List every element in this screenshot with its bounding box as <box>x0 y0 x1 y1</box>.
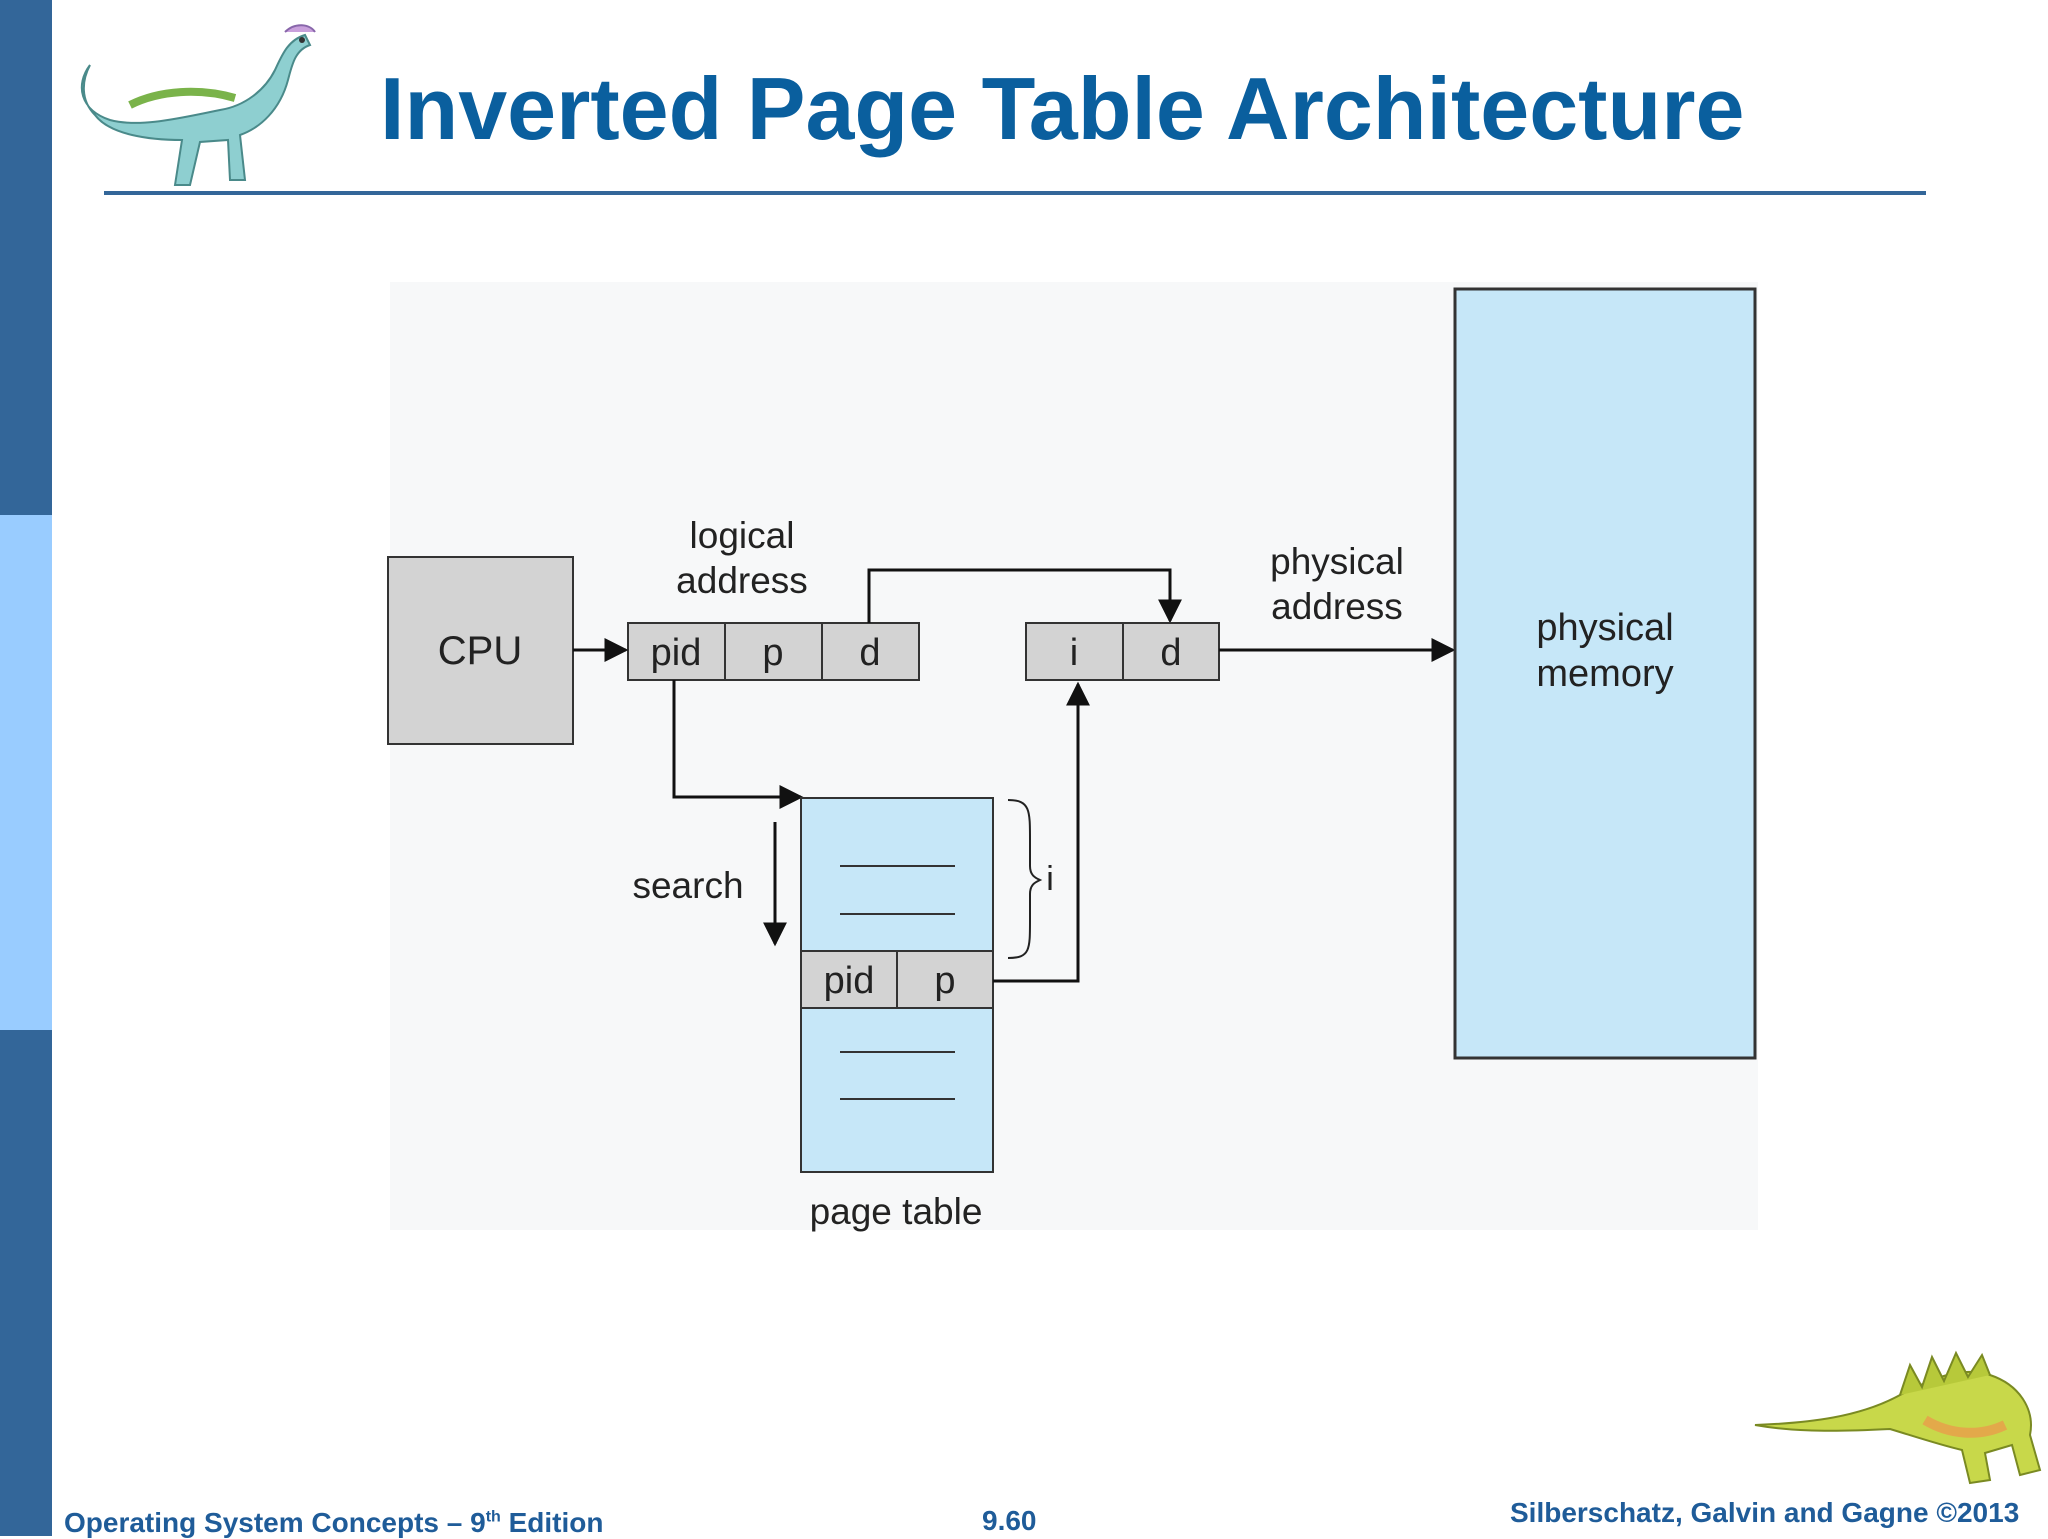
footer-book-title-sup: th <box>485 1508 501 1526</box>
physical-memory-label-line1: physical <box>1536 607 1673 649</box>
arrow-offset <box>867 568 1182 624</box>
entry-field-pid: pid <box>824 960 875 1002</box>
physical-memory-box <box>1453 287 1757 1060</box>
arrow-entry-to-frame <box>993 681 1090 983</box>
logical-field-p: p <box>762 632 783 674</box>
footer-book-title: Operating System Concepts – 9th Edition <box>64 1507 603 1539</box>
footer-page-number: 9.60 <box>982 1505 1037 1536</box>
logical-field-pid: pid <box>651 632 702 674</box>
title-divider <box>104 191 1926 195</box>
logical-field-d: d <box>859 632 880 674</box>
side-bar-bottom <box>0 1030 52 1536</box>
page-table-label: page table <box>810 1191 983 1232</box>
footer-book-title-suffix: Edition <box>500 1507 604 1538</box>
slide-title: Inverted Page Table Architecture <box>380 59 1745 158</box>
physical-memory-label-line2: memory <box>1536 653 1673 695</box>
logical-address-label-line1: logical <box>690 515 795 556</box>
side-bar-top <box>0 0 52 515</box>
dinosaur-icon <box>1754 1350 2042 1485</box>
entry-field-p: p <box>934 960 955 1002</box>
page-table-lower <box>800 1007 994 1173</box>
footer-copyright: Silberschatz, Galvin and Gagne ©2013 <box>1510 1497 2020 1528</box>
arrow-pid-to-page-table <box>672 680 804 809</box>
brace-label-i: i <box>1046 860 1054 898</box>
search-label: search <box>632 865 743 906</box>
brace <box>1007 799 1043 959</box>
physical-address-label-line1: physical <box>1270 541 1404 582</box>
physical-field-d: d <box>1160 632 1181 674</box>
physical-field-i: i <box>1070 632 1078 674</box>
footer-book-title-prefix: Operating System Concepts – 9 <box>64 1507 486 1538</box>
logical-address-label-line2: address <box>676 560 808 601</box>
physical-address-label-line2: address <box>1271 586 1403 627</box>
side-bar-middle <box>0 515 52 1030</box>
cpu-label: CPU <box>438 629 522 673</box>
page-table-upper <box>800 797 994 952</box>
dinosaur-icon <box>80 24 316 186</box>
cpu-box <box>387 556 574 745</box>
